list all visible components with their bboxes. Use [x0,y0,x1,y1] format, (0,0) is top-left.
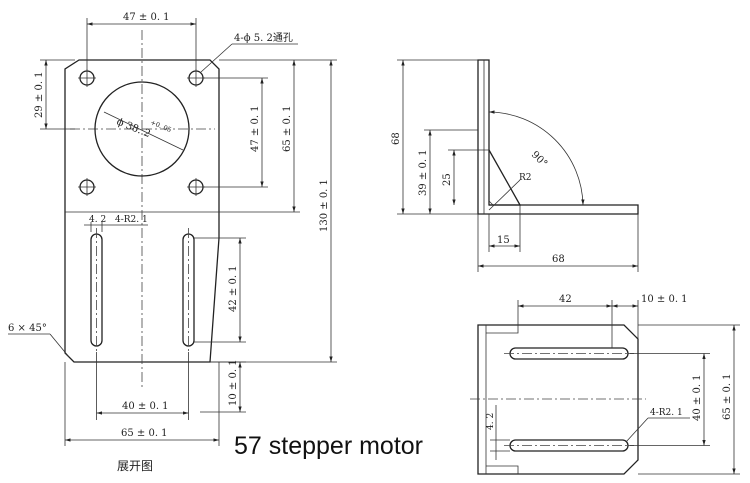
top-edge-offset: 10 ± 0. 1 [641,294,688,305]
caption: 57 stepper motor [234,432,423,460]
top-overall-width: 65 ± 0. 1 [722,373,733,420]
side-height: 68 [391,132,402,145]
base-length: 68 [552,254,565,265]
slot-length: 42 ± 0. 1 [228,265,239,312]
top-slot-spacing: 40 ± 0. 1 [692,374,703,421]
center-bore [94,81,190,177]
gusset-base: 15 [497,235,510,246]
hole-note: 4-ϕ 5. 2通孔 [234,32,293,44]
dim-top-width: 47 ± 0. 1 [123,12,170,23]
center-bore-tolerance: +0. 05 [149,118,172,134]
dim-total-height: 130 ± 0. 1 [319,179,330,232]
bottom-edge-dim: 10 ± 0. 1 [228,359,239,406]
unfolded-view-label: 展开图 [117,459,153,473]
slot-radius-label: 4-R2. 1 [115,215,148,225]
bend-radius-label: R2 [519,173,532,183]
chamfer-label: 6 × 45° [8,323,47,334]
bore-diameter-leader [103,111,184,151]
flat-view: 47 ± 0. 1 4-ϕ 5. 2通孔 29 ± 0. 1 ϕ 38. 2 +… [8,12,337,473]
bracket-side-profile [477,59,639,215]
dim-plate-height: 65 ± 0. 1 [282,105,293,152]
base-plate-outline [477,324,639,475]
mounting-holes [78,69,205,196]
dim-hole-vertical: 47 ± 0. 1 [250,105,261,152]
gusset-position: 39 ± 0. 1 [418,149,429,196]
gusset-angle: 90° [529,149,549,169]
top-slot-radius: 4-R2. 1 [650,408,683,418]
top-view: 42 10 ± 0. 1 40 ± 0. 1 65 ± 0. 1 4. 2 4-… [470,294,740,475]
slot-width-label: 4. 2 [89,215,106,225]
top-slot-length: 42 [559,294,572,305]
gusset [488,149,522,206]
base-width: 65 ± 0. 1 [121,428,168,439]
slot-spacing: 40 ± 0. 1 [122,401,169,412]
gusset-height: 25 [442,173,453,186]
top-slot-width: 4. 2 [486,413,496,430]
center-bore-label: ϕ 38. 2 [115,117,152,140]
side-view: R2 90° 68 39 ± 0. 1 25 15 68 [391,59,639,272]
dim-left-height: 29 ± 0. 1 [34,71,45,118]
